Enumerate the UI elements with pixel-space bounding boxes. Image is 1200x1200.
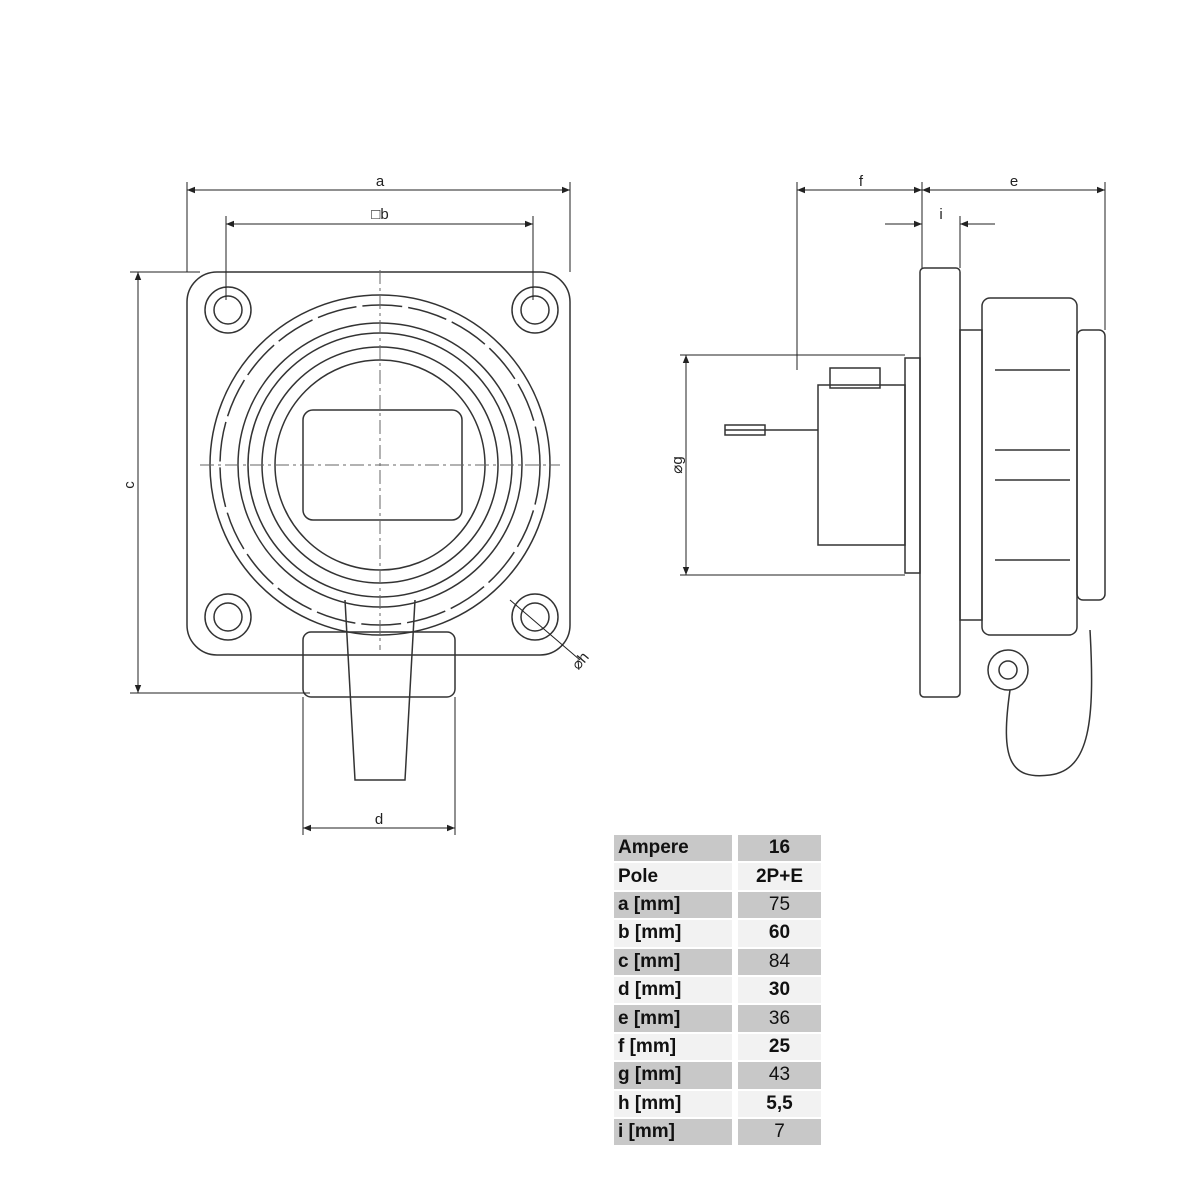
cover-lever [344,599,416,781]
side-nut [981,297,1078,636]
row-label: i [mm] [614,1118,732,1146]
table-row: h [mm]5,5 [614,1090,821,1117]
mounting-flange [186,271,571,656]
row-value: 36 [732,1005,821,1032]
row-label: b [mm] [614,920,732,947]
screw-holes [204,286,559,641]
dim-e-label: e [1010,173,1018,190]
dim-b-label: □b [371,206,388,223]
dim-a-label: a [376,173,385,190]
hinge [987,649,1029,691]
dim-g-label: ⌀g [669,456,686,473]
table-row: a [mm]75 [614,891,821,919]
rear-body [817,384,906,546]
side-view [724,267,1106,777]
row-label: Ampere [614,835,732,862]
row-value: 2P+E [732,863,821,890]
row-value: 30 [732,976,821,1004]
table-row: c [mm]84 [614,948,821,975]
side-dimensions [680,182,1106,576]
front-view [186,270,571,781]
row-label: c [mm] [614,948,732,975]
row-label: e [mm] [614,1005,732,1032]
row-label: Pole [614,863,732,890]
row-value: 60 [732,920,821,947]
table-row: f [mm]25 [614,1033,821,1061]
dim-i-label: i [939,206,942,223]
row-label: d [mm] [614,976,732,1004]
row-label: f [mm] [614,1033,732,1061]
dim-c-label: c [121,481,138,489]
row-value: 16 [732,835,821,862]
table-row: b [mm]60 [614,920,821,947]
front-dimensions [130,182,581,835]
row-value: 84 [732,948,821,975]
table-row: g [mm]43 [614,1062,821,1089]
row-value: 7 [732,1118,821,1146]
table-row: e [mm]36 [614,1005,821,1032]
row-value: 5,5 [732,1090,821,1117]
row-value: 75 [732,891,821,919]
row-value: 25 [732,1033,821,1061]
hinge-tab [302,631,456,698]
row-value: 43 [732,1062,821,1089]
table-row: d [mm]30 [614,976,821,1004]
dim-d-label: d [375,811,383,828]
tether-cord [1005,629,1093,777]
dim-f-label: f [859,173,864,190]
row-label: h [mm] [614,1090,732,1117]
row-label: g [mm] [614,1062,732,1089]
side-flange [919,267,961,698]
table-row: i [mm]7 [614,1118,821,1146]
row-label: a [mm] [614,891,732,919]
